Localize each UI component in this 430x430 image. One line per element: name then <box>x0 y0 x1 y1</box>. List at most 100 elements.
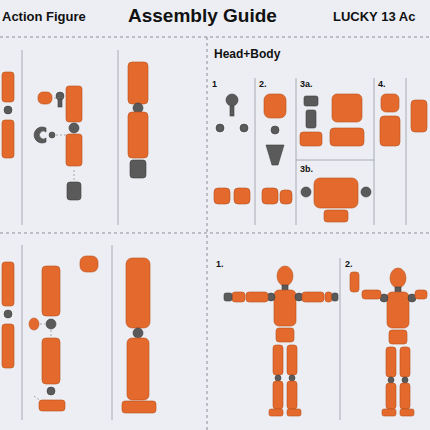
upper-arm <box>415 290 427 299</box>
torso <box>274 290 296 326</box>
arm-part <box>2 120 14 158</box>
shin <box>127 338 149 400</box>
figure-pose <box>350 268 427 416</box>
shoulder-joint <box>301 187 311 197</box>
section-heading: Head+Body <box>214 48 280 61</box>
forearm <box>66 134 82 166</box>
header-text: Action Figure <box>2 10 86 24</box>
hand <box>332 293 338 301</box>
step-separator <box>374 78 375 225</box>
torso <box>314 178 358 208</box>
joint-ball <box>216 124 224 132</box>
head <box>381 94 399 112</box>
foot <box>287 409 301 416</box>
elbow-joint <box>133 103 143 113</box>
hip <box>276 328 294 342</box>
shin <box>42 338 60 384</box>
shin <box>287 381 297 409</box>
joint-ball <box>4 106 12 114</box>
step-separator <box>118 50 119 225</box>
panel-divider <box>0 233 430 234</box>
hip-piece <box>300 132 322 146</box>
step-separator <box>296 160 374 161</box>
joint-ball <box>4 310 12 318</box>
chest <box>332 94 362 122</box>
knee-joint <box>275 375 281 381</box>
hand <box>130 160 146 178</box>
hip-cap <box>80 256 98 272</box>
panel-divider <box>0 37 430 38</box>
forearm <box>325 292 332 302</box>
hip <box>389 330 407 344</box>
step-separator <box>255 78 256 225</box>
shoulder-cap <box>38 92 52 104</box>
leg-part <box>2 262 14 306</box>
step-number: 3b. <box>300 165 313 175</box>
hand <box>224 293 232 301</box>
shin <box>273 381 283 409</box>
step-separator <box>296 78 297 225</box>
foot <box>400 409 414 416</box>
head <box>390 268 406 288</box>
upper-arm <box>302 292 324 302</box>
knee-joint <box>388 377 394 383</box>
body-part <box>234 188 250 204</box>
hip-piece <box>324 210 348 222</box>
foot <box>122 401 156 413</box>
spine-piece <box>304 96 318 106</box>
thigh <box>273 345 283 375</box>
body-part <box>411 100 427 132</box>
thigh <box>42 266 60 316</box>
hand <box>67 182 81 200</box>
step-number: 1 <box>212 80 217 90</box>
assembled-leg <box>122 258 156 413</box>
joint-ball <box>240 124 248 132</box>
neck-ball <box>271 126 279 134</box>
header-text: LUCKY 13 Ac <box>333 10 415 24</box>
thigh <box>126 258 150 328</box>
spine-piece <box>306 110 316 128</box>
arm-part <box>2 72 14 102</box>
shin <box>386 383 396 409</box>
assembled-arm <box>128 62 148 178</box>
spine-piece <box>266 145 284 165</box>
step-number: 4. <box>378 80 386 90</box>
foot <box>269 409 283 416</box>
forearm <box>128 112 148 158</box>
step-number: 1. <box>216 260 224 270</box>
assembly-guide-line <box>40 324 51 336</box>
step-separator <box>112 245 113 420</box>
step-separator <box>22 245 23 420</box>
joint-ball <box>49 132 55 138</box>
joint-peg <box>58 99 62 107</box>
body-part <box>280 190 292 204</box>
figure-t-pose <box>224 266 338 416</box>
step-number: 2. <box>259 80 267 90</box>
thigh <box>400 347 410 377</box>
upper-arm <box>362 290 381 299</box>
head-body-parts <box>214 94 427 222</box>
forearm <box>350 272 359 292</box>
knee-joint <box>133 328 143 338</box>
upper-arm <box>66 86 82 122</box>
step-number: 2. <box>345 260 353 270</box>
forearm <box>232 292 245 302</box>
foot <box>39 400 65 411</box>
knee-joint <box>289 375 295 381</box>
shoulder-joint <box>361 187 371 197</box>
knee-joint <box>46 319 56 329</box>
head <box>277 266 293 286</box>
step-number: 3a. <box>300 80 313 90</box>
guide-title: Assembly Guide <box>128 6 277 27</box>
neck-ball <box>226 94 238 106</box>
thigh <box>386 347 396 377</box>
waist <box>330 128 364 146</box>
shin <box>400 383 410 409</box>
body-part <box>262 188 278 204</box>
step-separator <box>22 50 23 225</box>
elbow-joint <box>69 123 79 133</box>
upper-arm <box>246 292 268 302</box>
arm-parts <box>2 72 82 200</box>
